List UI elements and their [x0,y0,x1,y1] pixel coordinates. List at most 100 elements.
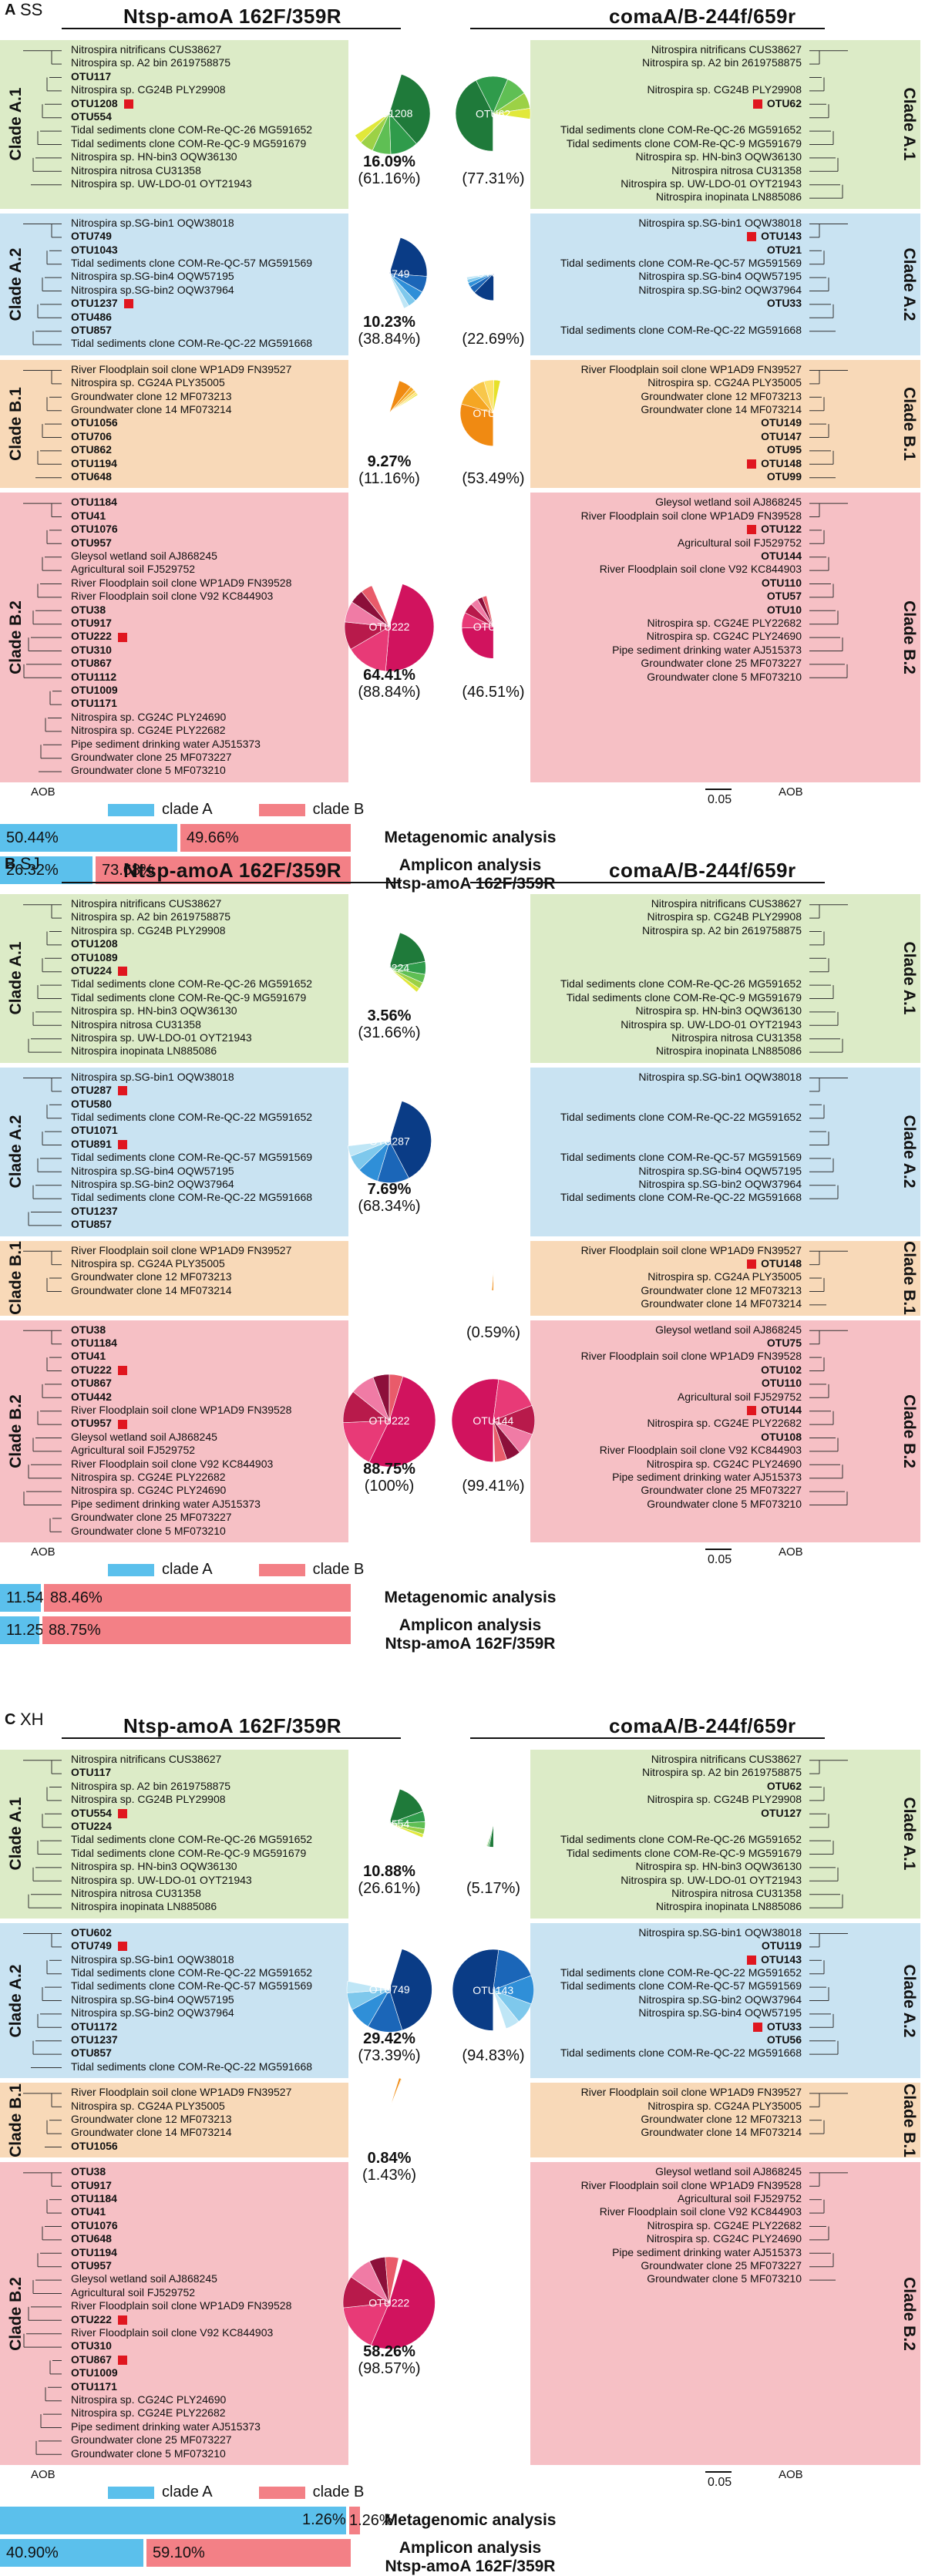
reference-leaf: Nitrospira sp.SG-bin4 OQW57195 [71,1993,234,2006]
otu-leaf: OTU957 [71,2260,112,2272]
leaf-label: OTU1171 [71,697,117,710]
leaf-label: OTU110 [761,576,802,589]
leaf-label: Groundwater clone 5 MF073210 [71,2447,226,2460]
otu-leaf: OTU554 [71,1807,127,1819]
leaf-label: Groundwater clone 14 MF073214 [641,1297,802,1310]
leaf-label: Tidal sediments clone COM-Re-QC-57 MG591… [71,1979,313,1993]
leaf-label: OTU222 [71,1363,112,1376]
reference-leaf: River Floodplain soil clone WP1AD9 FN395… [71,2087,291,2098]
pie-slice [451,1378,500,1462]
leaf-label: OTU287 [71,1084,112,1097]
otu-leaf: OTU38 [71,604,106,616]
leaf-label: River Floodplain soil clone WP1AD9 FN395… [71,576,292,589]
leaf-label: OTU857 [71,2046,112,2060]
bar-clade-a: 40.90% [0,2539,143,2567]
leaf-label: OTU38 [71,1323,106,1336]
leaf-label: Nitrospira sp.SG-bin1 OQW38018 [71,1070,234,1083]
panel-letter: C [5,1711,16,1728]
reference-leaf: Groundwater clone 5 MF073210 [540,2273,802,2285]
pct-amplicon: (73.39%) [358,2046,421,2064]
reference-leaf: Nitrospira sp. CG24C PLY24690 [540,631,802,642]
otu-leaf: OTU1237 [71,2034,118,2046]
leaf-label: OTU1071 [71,1124,118,1137]
pie-slice [388,932,426,968]
otu-leaf: OTU41 [71,1350,106,1362]
otu-leaf: OTU1071 [71,1125,118,1136]
pie-chart-left: OTU749 [369,237,428,309]
leaf-label: River Floodplain soil clone V92 KC844903 [71,2326,274,2339]
left-primer-heading: Ntsp-amoA 162F/359R [123,859,342,882]
red-marker-icon [117,2315,127,2325]
reference-leaf: River Floodplain soil clone WP1AD9 FN395… [71,1404,291,1416]
leaf-label: OTU857 [71,324,112,336]
pie-chart-right: OTU148 [459,379,514,447]
leaf-label: OTU862 [71,443,112,456]
leaf-label: OTU119 [761,1939,802,1952]
bar-clade-a [0,2507,346,2534]
leaf-label: OTU1208 [71,937,118,950]
leaf-label: OTU41 [71,1350,106,1363]
otu-leaf: OTU117 [71,70,111,82]
reference-leaf: Nitrospira sp.SG-bin1 OQW38018 [540,1926,802,1939]
leaf-label: Nitrospira sp. CG24C PLY24690 [646,2232,802,2245]
pie-slice [368,1376,436,1468]
otu-leaf: OTU1237 [71,1205,118,1217]
leaf-label: Nitrospira sp.SG-bin4 OQW57195 [638,2006,802,2019]
reference-leaf: River Floodplain soil clone WP1AD9 FN395… [71,2300,291,2312]
pie-otu-label: OTU554 [369,1817,410,1829]
reference-leaf: Tidal sediments clone COM-Re-QC-26 MG591… [540,124,802,136]
leaf-label: OTU122 [761,523,802,536]
reference-leaf: Nitrospira nitrosa CU31358 [540,1888,802,1899]
pie-chart-left: OTU222 [342,2256,436,2349]
reference-leaf: Groundwater clone 12 MF073213 [71,390,232,402]
reference-leaf: Groundwater clone 5 MF073210 [71,1525,226,1537]
reference-leaf: Agricultural soil FJ529752 [540,536,802,549]
right-primer-heading: comaA/B-244f/659r [609,859,796,882]
leaf-label: River Floodplain soil clone WP1AD9 FN395… [71,2086,292,2099]
otu-leaf: OTU1208 [71,97,133,109]
otu-leaf: OTU108 [540,1431,802,1443]
otu-leaf: OTU867 [71,2353,127,2366]
pie-chart-left: OTU222 [342,1374,436,1468]
reference-leaf: River Floodplain soil clone V92 KC844903 [540,563,802,575]
leaf-label: Nitrospira sp.SG-bin2 OQW37964 [638,283,802,296]
pct-metagenomic: 0.84% [367,2149,412,2167]
leaf-label: Nitrospira sp. CG24E PLY22682 [71,2406,226,2420]
leaf-label: OTU144 [761,550,802,562]
reference-leaf: River Floodplain soil clone WP1AD9 FN395… [540,509,802,522]
leaf-label: OTU222 [71,630,112,643]
otu-leaf: OTU127 [540,1807,802,1819]
red-marker-icon [117,1808,127,1818]
reference-leaf: Nitrospira sp. CG24A PLY35005 [540,377,802,388]
leaf-label: Nitrospira sp. CG24A PLY35005 [71,2099,225,2112]
reference-leaf: Nitrospira sp. CG24A PLY35005 [71,377,225,388]
reference-leaf: Nitrospira sp. CG24E PLY22682 [540,2219,802,2231]
pie-chart-right [489,1267,494,1291]
otu-leaf: OTU867 [71,1377,112,1389]
reference-leaf: Nitrospira sp. HN-bin3 OQW36130 [71,151,237,163]
pct-amplicon: (26.61%) [358,1880,421,1898]
leaf-label: OTU148 [761,1257,802,1270]
leaf-label: Tidal sediments clone COM-Re-QC-22 MG591… [71,2060,313,2073]
pie-slice [452,1949,500,2031]
leaf-label: Groundwater clone 12 MF073213 [71,2113,232,2125]
leaf-label: OTU75 [766,1337,802,1349]
leaf-label: OTU706 [71,429,112,442]
pie-slice [461,626,494,659]
leaf-label: Nitrospira sp. UW-LDO-01 OYT21943 [71,1873,252,1886]
bar-clade-b: 59.10% [146,2539,351,2567]
pie-slice [388,273,409,309]
pie-otu-label: OTU143 [473,1983,514,1996]
legend-swatch-b [258,2486,305,2499]
pie-slice [388,393,419,414]
otu-leaf: OTU102 [540,1364,802,1376]
scale-bar [705,2471,732,2473]
pie-otu-label: OTU222 [369,620,410,633]
reference-leaf: Nitrospira sp. CG24E PLY22682 [540,1417,802,1429]
leaf-label: OTU1009 [71,684,118,696]
reference-leaf: Nitrospira sp. CG24C PLY24690 [71,2394,226,2406]
pie-chart-right [485,1823,494,1848]
otu-leaf: OTU1194 [71,457,117,469]
pie-chart-left: OTU1208 [354,74,431,155]
pie-otu-label: OTU749 [369,1983,410,1996]
